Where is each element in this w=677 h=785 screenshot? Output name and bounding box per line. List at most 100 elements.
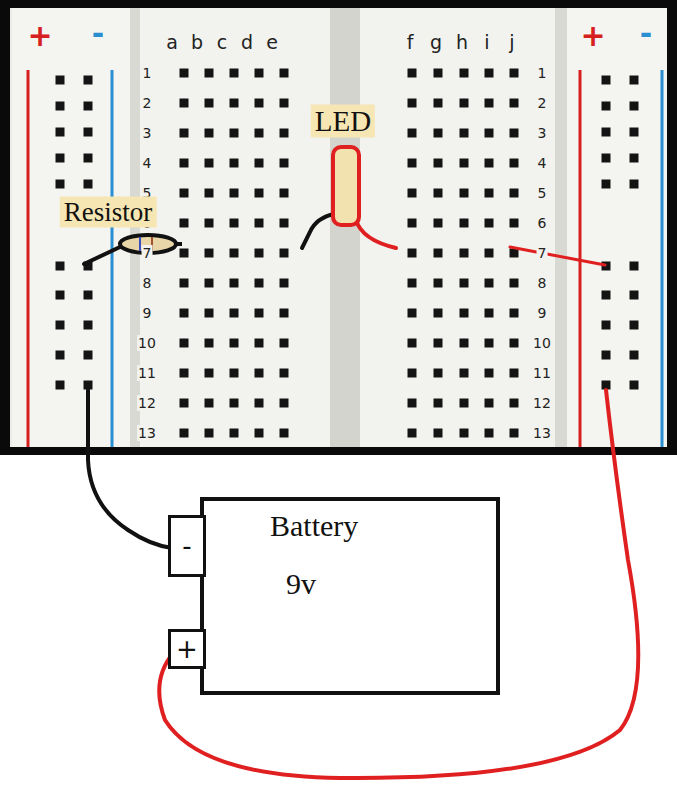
terminal-sign: - bbox=[182, 533, 191, 559]
breadboard-hole bbox=[280, 429, 289, 438]
breadboard-hole bbox=[205, 159, 214, 168]
breadboard-hole bbox=[510, 159, 519, 168]
column-letter: e bbox=[266, 33, 278, 52]
breadboard-hole bbox=[230, 159, 239, 168]
breadboard-hole bbox=[485, 159, 494, 168]
breadboard-hole bbox=[255, 399, 264, 408]
breadboard-hole bbox=[280, 279, 289, 288]
breadboard-hole bbox=[230, 189, 239, 198]
row-number: 11 bbox=[137, 365, 157, 381]
breadboard-hole bbox=[205, 429, 214, 438]
breadboard-hole bbox=[460, 159, 469, 168]
breadboard-hole bbox=[56, 381, 65, 390]
breadboard-hole bbox=[434, 339, 443, 348]
breadboard-hole bbox=[434, 279, 443, 288]
breadboard-hole bbox=[630, 76, 639, 85]
breadboard-hole bbox=[84, 154, 93, 163]
breadboard-hole bbox=[460, 99, 469, 108]
breadboard-hole bbox=[205, 219, 214, 228]
breadboard-hole bbox=[485, 399, 494, 408]
breadboard-hole bbox=[485, 429, 494, 438]
breadboard-hole bbox=[460, 219, 469, 228]
breadboard-hole bbox=[408, 339, 417, 348]
column-letter: f bbox=[407, 33, 414, 52]
negative-wire bbox=[88, 390, 172, 548]
row-number: 1 bbox=[142, 65, 153, 81]
rail-divider bbox=[555, 8, 567, 447]
breadboard-hole bbox=[602, 351, 611, 360]
breadboard-hole bbox=[205, 309, 214, 318]
breadboard-hole bbox=[255, 159, 264, 168]
row-number: 4 bbox=[142, 155, 153, 171]
breadboard-hole bbox=[602, 321, 611, 330]
breadboard-hole bbox=[255, 99, 264, 108]
breadboard-hole bbox=[205, 399, 214, 408]
breadboard-hole bbox=[280, 69, 289, 78]
breadboard-hole bbox=[180, 189, 189, 198]
breadboard-hole bbox=[255, 369, 264, 378]
breadboard-hole bbox=[280, 339, 289, 348]
battery-box: Battery9v-+ bbox=[200, 497, 500, 695]
left-terminal-area bbox=[140, 8, 330, 447]
breadboard-hole bbox=[230, 69, 239, 78]
breadboard-hole bbox=[230, 429, 239, 438]
row-number: 4 bbox=[537, 155, 548, 171]
breadboard-hole bbox=[180, 399, 189, 408]
breadboard-hole bbox=[56, 102, 65, 111]
breadboard-hole bbox=[630, 154, 639, 163]
breadboard-hole bbox=[434, 159, 443, 168]
breadboard-hole bbox=[255, 309, 264, 318]
breadboard-hole bbox=[510, 69, 519, 78]
led-symbol bbox=[333, 147, 359, 225]
breadboard-hole bbox=[630, 381, 639, 390]
row-number: 9 bbox=[142, 305, 153, 321]
breadboard-hole bbox=[205, 129, 214, 138]
breadboard-hole bbox=[485, 189, 494, 198]
breadboard-hole bbox=[460, 429, 469, 438]
breadboard-hole bbox=[84, 291, 93, 300]
row-number: 7 bbox=[537, 245, 548, 261]
row-number: 10 bbox=[532, 335, 552, 351]
breadboard-hole bbox=[434, 369, 443, 378]
row-number: 12 bbox=[532, 395, 552, 411]
breadboard-hole bbox=[56, 321, 65, 330]
breadboard-hole bbox=[180, 429, 189, 438]
breadboard-hole bbox=[255, 429, 264, 438]
breadboard-hole bbox=[630, 128, 639, 137]
part-label: LED bbox=[311, 105, 375, 138]
breadboard-hole bbox=[434, 219, 443, 228]
battery-name: Battery bbox=[270, 511, 358, 541]
breadboard-hole bbox=[205, 69, 214, 78]
breadboard-hole bbox=[408, 279, 417, 288]
breadboard-hole bbox=[205, 99, 214, 108]
breadboard-hole bbox=[485, 99, 494, 108]
breadboard-hole bbox=[280, 369, 289, 378]
breadboard-hole bbox=[205, 249, 214, 258]
breadboard-hole bbox=[434, 249, 443, 258]
row-number: 3 bbox=[142, 125, 153, 141]
breadboard-hole bbox=[280, 129, 289, 138]
column-letter: i bbox=[484, 33, 489, 52]
breadboard-hole bbox=[56, 262, 65, 271]
right-terminal-area bbox=[360, 8, 555, 447]
breadboard-hole bbox=[84, 128, 93, 137]
breadboard-hole bbox=[255, 249, 264, 258]
column-letter: j bbox=[509, 33, 514, 52]
breadboard-hole bbox=[485, 309, 494, 318]
breadboard-hole bbox=[180, 69, 189, 78]
breadboard-hole bbox=[180, 309, 189, 318]
breadboard-hole bbox=[460, 249, 469, 258]
breadboard-hole bbox=[408, 219, 417, 228]
part-label: Resistor bbox=[60, 197, 157, 228]
breadboard-hole bbox=[460, 339, 469, 348]
breadboard-hole bbox=[434, 99, 443, 108]
battery-voltage: 9v bbox=[286, 569, 316, 599]
breadboard-hole bbox=[602, 154, 611, 163]
column-letter: h bbox=[456, 33, 468, 52]
breadboard-hole bbox=[205, 369, 214, 378]
breadboard-hole bbox=[630, 291, 639, 300]
led-lead bbox=[356, 220, 396, 248]
breadboard-hole bbox=[485, 249, 494, 258]
row-number: 13 bbox=[532, 425, 552, 441]
breadboard-hole bbox=[255, 279, 264, 288]
